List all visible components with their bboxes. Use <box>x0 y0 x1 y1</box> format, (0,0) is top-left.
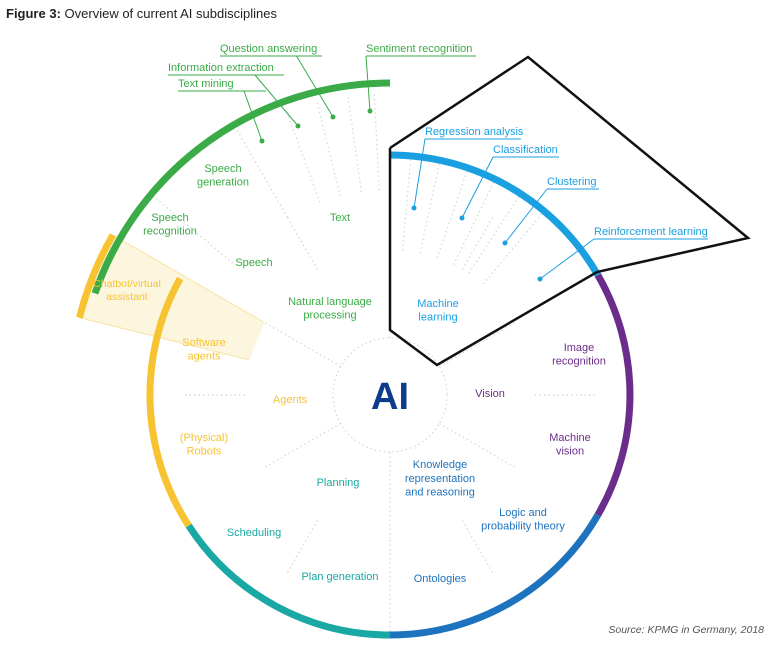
text-callout-line-1 <box>316 100 341 197</box>
text-callout-line-0 <box>285 110 321 203</box>
ml-arc <box>389 151 601 277</box>
ml-callout-leader-0 <box>413 138 426 209</box>
figure-title-text: Overview of current AI subdisciplines <box>64 6 277 21</box>
ml-divider-0 <box>402 155 412 251</box>
text-callout-leader-3 <box>365 55 371 112</box>
text-callout-label-1: Information extraction <box>168 62 274 74</box>
text-callout-leader-1 <box>254 74 299 127</box>
text-callout-dot-3 <box>367 108 373 114</box>
middle-divider-1 <box>461 217 494 270</box>
planning-arc <box>185 523 391 639</box>
inner-divider-4 <box>264 422 341 469</box>
ml-callout-leader-2 <box>504 188 548 244</box>
ml-callout-label-2: Clustering <box>547 176 597 188</box>
agents-arc <box>146 276 192 528</box>
text-callout-line-3 <box>373 92 380 191</box>
middle-divider-0 <box>286 217 319 270</box>
text-callout-label-3: Sentiment recognition <box>366 43 472 55</box>
label-speech: Speech <box>235 257 272 269</box>
text-callout-label-2: Question answering <box>220 43 317 55</box>
label-planning: Planning <box>317 477 360 489</box>
ml-callout-leader-3 <box>539 238 595 280</box>
ml-divider-5 <box>482 210 545 285</box>
ml-callout-outline <box>388 55 751 367</box>
ml-divider-3 <box>453 179 496 265</box>
outer-divider-1 <box>231 121 289 218</box>
label-vision: Vision <box>475 388 505 400</box>
outer-divider-0 <box>148 192 234 264</box>
source-note: Source: KPMG in Germany, 2018 <box>608 624 764 636</box>
inner-divider-1 <box>439 321 516 368</box>
ml-callout-dot-1 <box>459 215 465 221</box>
text-callout-label-0: Text mining <box>178 78 234 90</box>
text-callout-leader-0 <box>243 90 263 142</box>
ml-callout-label-1: Classification <box>493 144 558 156</box>
center-label: AI <box>371 376 409 418</box>
center-circle <box>332 337 448 453</box>
figure-title: Figure 3: Overview of current AI subdisc… <box>6 6 277 21</box>
text-callout-dot-2 <box>330 114 336 120</box>
inner-divider-2 <box>439 422 516 469</box>
ml-callout-dot-3 <box>537 276 543 282</box>
chatbot-arc <box>76 233 116 319</box>
label-ontologies: Ontologies <box>414 573 467 585</box>
text-callout-dot-1 <box>295 123 301 129</box>
ml-callout-label-3: Reinforcement learning <box>594 226 708 238</box>
language-arc <box>91 79 391 295</box>
ml-callout-label-0: Regression analysis <box>425 126 524 138</box>
vision-arc <box>594 273 634 517</box>
label-text: Text <box>330 212 350 224</box>
text-callout-dot-0 <box>259 138 265 144</box>
text-callout-leader-2 <box>296 55 334 118</box>
middle-divider-4 <box>286 520 319 573</box>
middle-divider-3 <box>461 520 494 573</box>
label-scheduling: Scheduling <box>227 527 281 539</box>
ml-divider-1 <box>419 160 441 254</box>
label-agents: Agents <box>273 394 308 406</box>
text-callout-line-2 <box>347 94 363 193</box>
label-plan-generation: Plan generation <box>301 571 378 583</box>
label-robots: (Physical)Robots <box>180 432 228 458</box>
ml-callout-dot-2 <box>502 240 508 246</box>
knowledge-arc <box>389 513 601 639</box>
ml-callout-dot-0 <box>411 205 417 211</box>
inner-divider-5 <box>264 321 341 368</box>
ml-callout-leader-1 <box>461 156 494 219</box>
figure-label: Figure 3: <box>6 6 61 21</box>
